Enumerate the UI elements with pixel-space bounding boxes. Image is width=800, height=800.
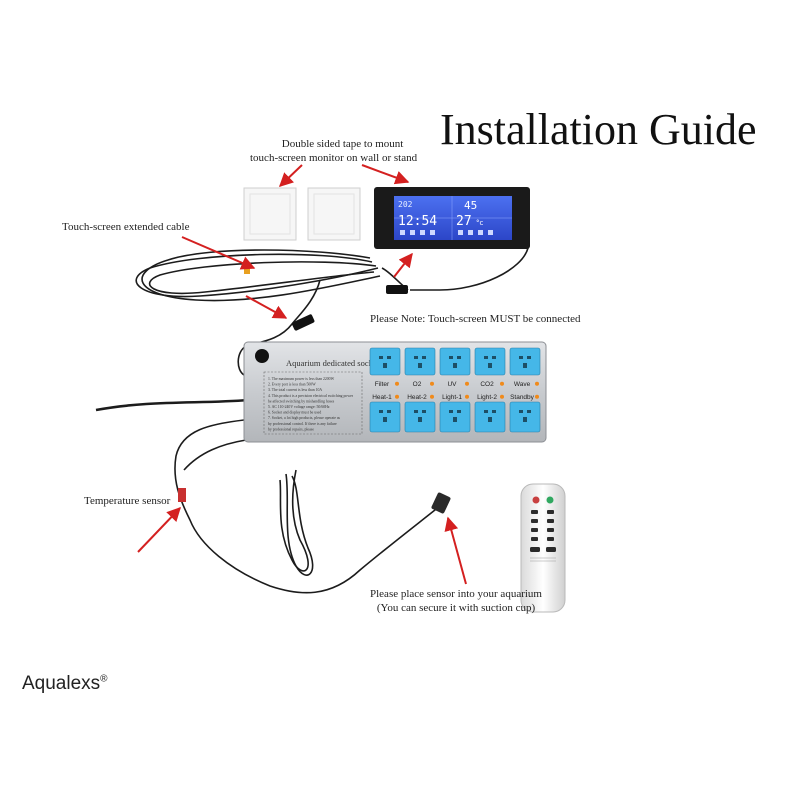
outlet-label-uv: UV <box>447 381 457 388</box>
outlet-label-heat-1: Heat-1 <box>372 394 392 401</box>
brand-name: Aqualexs <box>22 673 100 694</box>
arrow-extended-cable <box>182 237 254 268</box>
indicator-light <box>500 382 504 386</box>
aquarium-power-socket: Aquarium dedicated socket 1. The maximum… <box>244 342 546 442</box>
indicator-light <box>535 382 539 386</box>
sensor-cable-band <box>178 488 186 502</box>
tape-square-right <box>308 188 360 240</box>
tape-caption-line1: Double sided tape to mount <box>266 137 417 151</box>
tape-caption-line2: touch-screen monitor on wall or stand <box>250 151 417 165</box>
outlet-0-1 <box>405 348 435 375</box>
warning-line: 3. The total current is less than 10A <box>268 388 322 392</box>
warning-line: 4. This product is a precision electrica… <box>268 394 354 398</box>
indicator-light <box>500 395 504 399</box>
socket-header: Aquarium dedicated socket <box>286 358 380 368</box>
outlet-label-heat-2: Heat-2 <box>407 394 427 401</box>
outlet-0-3 <box>475 348 505 375</box>
double-sided-tape <box>244 188 360 240</box>
indicator-light <box>430 395 434 399</box>
monitor-temperature: 27 <box>456 214 472 229</box>
warning-line: 6. Socket and display must be used <box>268 411 321 415</box>
outlet-0-0 <box>370 348 400 375</box>
registered-mark: ® <box>100 674 107 685</box>
indicator-light <box>430 382 434 386</box>
indicator-light <box>395 382 399 386</box>
monitor-unit: °c <box>476 219 484 227</box>
warning-line: be affected switching by mishandling hos… <box>268 399 335 403</box>
touch-screen-monitor: 202 12:54 45 27 °c <box>374 187 530 249</box>
outlet-label-standby: Standby <box>510 394 535 401</box>
indicator-light <box>395 395 399 399</box>
cable-connector-top <box>386 285 408 294</box>
page-title: Installation Guide <box>440 104 757 155</box>
brand-logo: Aqualexs® <box>22 673 108 695</box>
monitor-date: 202 <box>398 200 413 209</box>
outlet-label-co2: CO2 <box>480 381 494 388</box>
warning-line: 1. The maximum power is less than 2200W <box>268 377 335 381</box>
sensor-caption-line1: Please place sensor into your aquarium <box>370 587 542 601</box>
indicator-light <box>535 395 539 399</box>
indicator-light <box>465 395 469 399</box>
outlet-0-2 <box>440 348 470 375</box>
outlet-0-4 <box>510 348 540 375</box>
indicator-light <box>465 382 469 386</box>
connection-note: Please Note: Touch-screen MUST be connec… <box>370 312 581 326</box>
arrow-tape-monitor <box>362 165 408 182</box>
cable-connector-mid <box>291 314 315 331</box>
arrow-temperature-sensor <box>138 508 180 552</box>
tape-caption: Double sided tape to mount touch-screen … <box>266 137 417 165</box>
monitor-reading: 45 <box>464 199 477 212</box>
outlet-label-wave: Wave <box>514 381 531 388</box>
remote-button-power <box>533 497 540 504</box>
outlet-label-light-1: Light-1 <box>442 394 462 401</box>
monitor-time: 12:54 <box>398 214 437 229</box>
remote-button-green <box>547 497 554 504</box>
warning-line: 5. AC 110-240V voltage range: 50/60Hz <box>268 405 330 409</box>
arrow-sensor-probe <box>448 518 466 584</box>
arrow-tape-left <box>280 165 302 186</box>
arrow-connector-top <box>394 254 412 277</box>
monitor-port <box>255 349 269 363</box>
arrow-connector-mid <box>246 296 286 318</box>
temperature-sensor-caption: Temperature sensor <box>84 494 170 508</box>
outlet-label-o2: O2 <box>413 381 422 388</box>
sensor-caption-line2: (You can secure it with suction cup) <box>370 601 542 615</box>
outlet-label-filter: Filter <box>375 381 390 388</box>
tape-square-left <box>244 188 296 240</box>
sensor-placement-caption: Please place sensor into your aquarium (… <box>370 587 542 615</box>
warning-line: by professional control. If there is any… <box>268 422 337 426</box>
warning-line: 2. Every port is less than 500W <box>268 383 316 387</box>
outlet-label-light-2: Light-2 <box>477 394 497 401</box>
extended-cable-caption: Touch-screen extended cable <box>62 220 190 234</box>
